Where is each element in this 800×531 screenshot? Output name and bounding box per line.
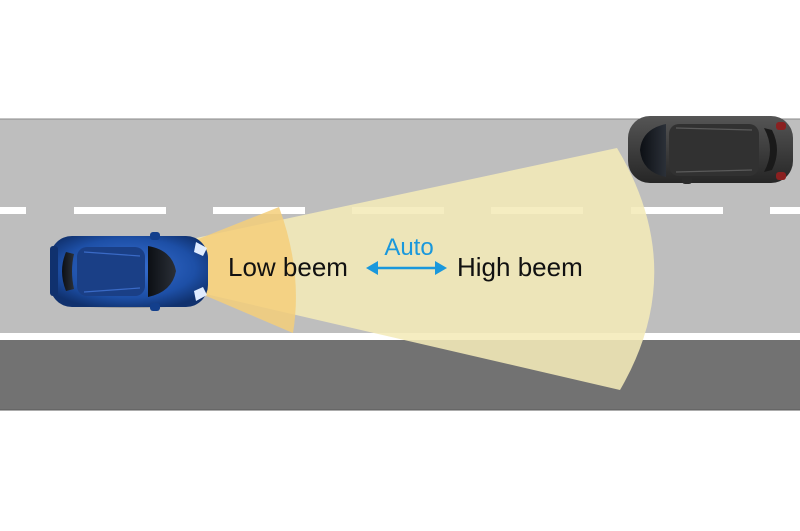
low-beam-cone — [196, 207, 296, 333]
road-shoulder — [0, 340, 800, 410]
double-arrow-icon — [366, 261, 447, 275]
high-beam-label: High beem — [457, 252, 583, 282]
low-beam-label: Low beem — [228, 252, 348, 282]
auto-label: Auto — [384, 234, 433, 261]
own-car-icon — [50, 232, 208, 311]
oncoming-car-icon — [628, 116, 793, 184]
